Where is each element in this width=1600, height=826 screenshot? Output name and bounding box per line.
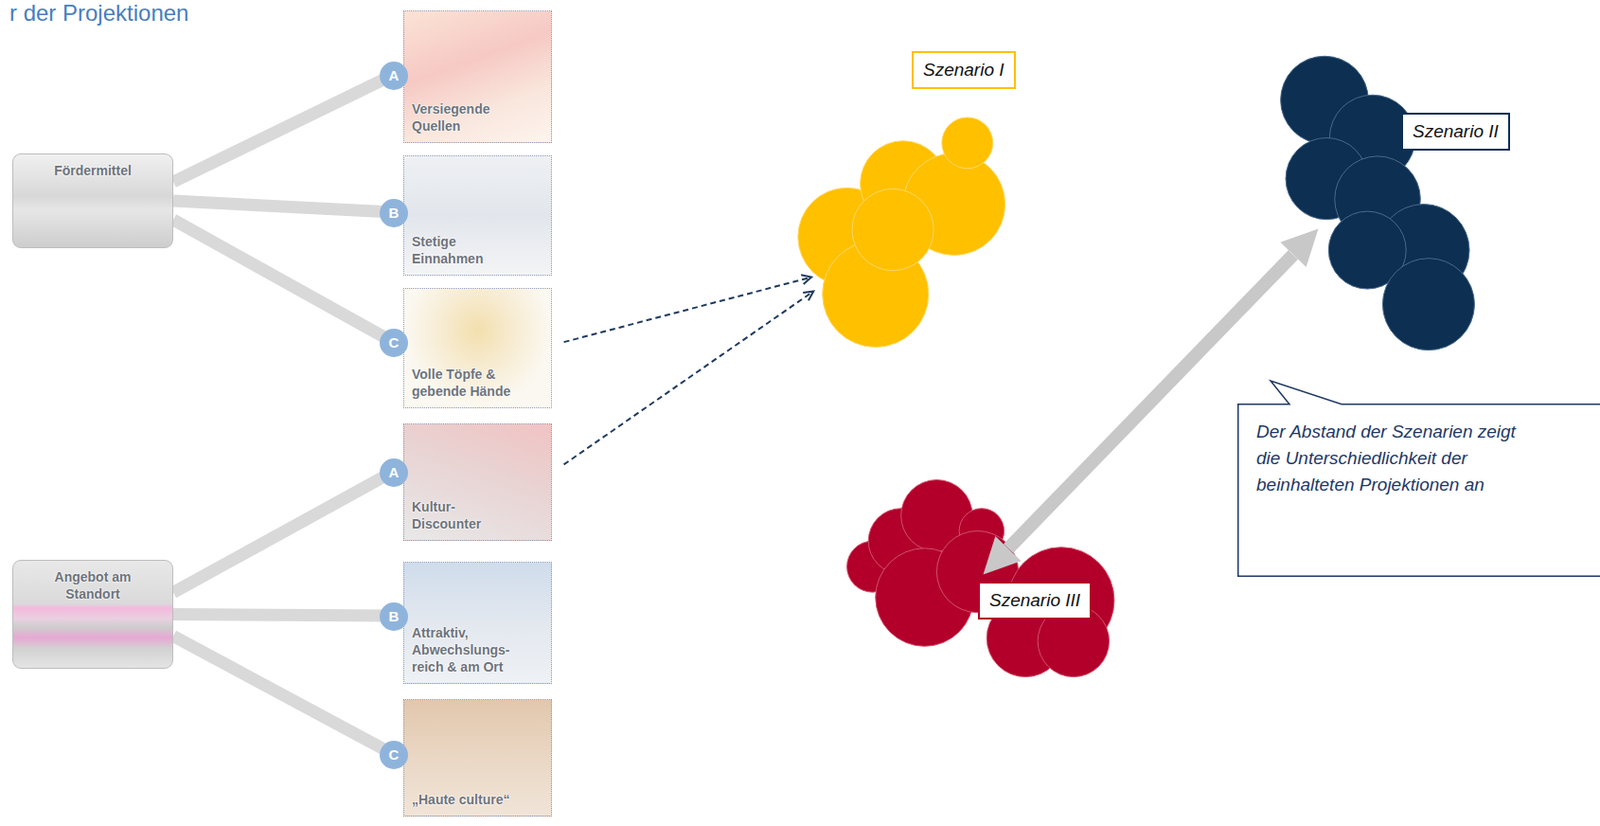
dashed-arrow: [564, 290, 815, 464]
branch-line: [173, 219, 393, 342]
option-letter: C: [379, 328, 409, 357]
branch-line: [173, 200, 393, 213]
option-letter: A: [379, 61, 409, 90]
scenario-label: Szenario II: [1401, 112, 1511, 151]
option-letter: B: [379, 198, 409, 228]
option-letter: C: [379, 740, 409, 769]
scenario-label: Szenario I: [911, 51, 1016, 89]
cloud-circle: [852, 188, 934, 270]
source-box: Fördermittel: [12, 153, 174, 249]
option-label: Kultur-Discounter: [411, 497, 524, 533]
cloud-circle: [942, 117, 994, 169]
scenario-cloud: Szenario I: [800, 112, 1011, 348]
option-label: Volle Töpfe & gebende Hände: [411, 365, 524, 400]
cloud-shape: [1280, 55, 1476, 350]
option-box: BStetige Einnahmen: [403, 155, 552, 276]
cloud-shape: [798, 117, 1006, 348]
option-label: „Haute culture“: [411, 790, 524, 808]
branch-line: [173, 614, 393, 617]
option-letter: B: [379, 602, 409, 631]
option-label: Stetige Einnahmen: [411, 232, 524, 267]
scenario-cloud: Szenario III: [847, 459, 1123, 679]
cloud-shape: [847, 480, 1115, 677]
option-box: AVersiegende Quellen: [403, 10, 552, 143]
option-box: AKultur-Discounter: [403, 423, 552, 541]
branch-line: [173, 636, 393, 755]
cloud-circle: [1382, 258, 1475, 351]
source-box: Angebot am Standort: [12, 559, 174, 669]
option-box: CVolle Töpfe & gebende Hände: [403, 287, 552, 409]
option-box: BAttraktiv, Abwechslungs-reich & am Ort: [403, 561, 552, 684]
branch-line: [173, 471, 393, 593]
category-label: Angebot am Standort: [34, 568, 152, 603]
category-label: Fördermittel: [34, 161, 152, 179]
dashed-arrow: [564, 277, 812, 343]
callout-bubble: Der Abstand der Szenarien zeigt die Unte…: [1237, 403, 1600, 577]
callout-shape: [1238, 380, 1600, 576]
option-box: C„Haute culture“: [403, 698, 552, 817]
scenario-label: Szenario III: [977, 581, 1092, 620]
branch-line: [173, 74, 393, 182]
scenario-cloud: Szenario II: [1275, 55, 1480, 353]
option-label: Attraktiv, Abwechslungs-reich & am Ort: [411, 623, 524, 676]
callout-text: Der Abstand der Szenarien zeigt die Unte…: [1237, 403, 1546, 510]
option-label: Versiegende Quellen: [411, 100, 524, 135]
slide-title: r der Projektionen: [9, 0, 189, 27]
option-letter: A: [379, 458, 409, 487]
